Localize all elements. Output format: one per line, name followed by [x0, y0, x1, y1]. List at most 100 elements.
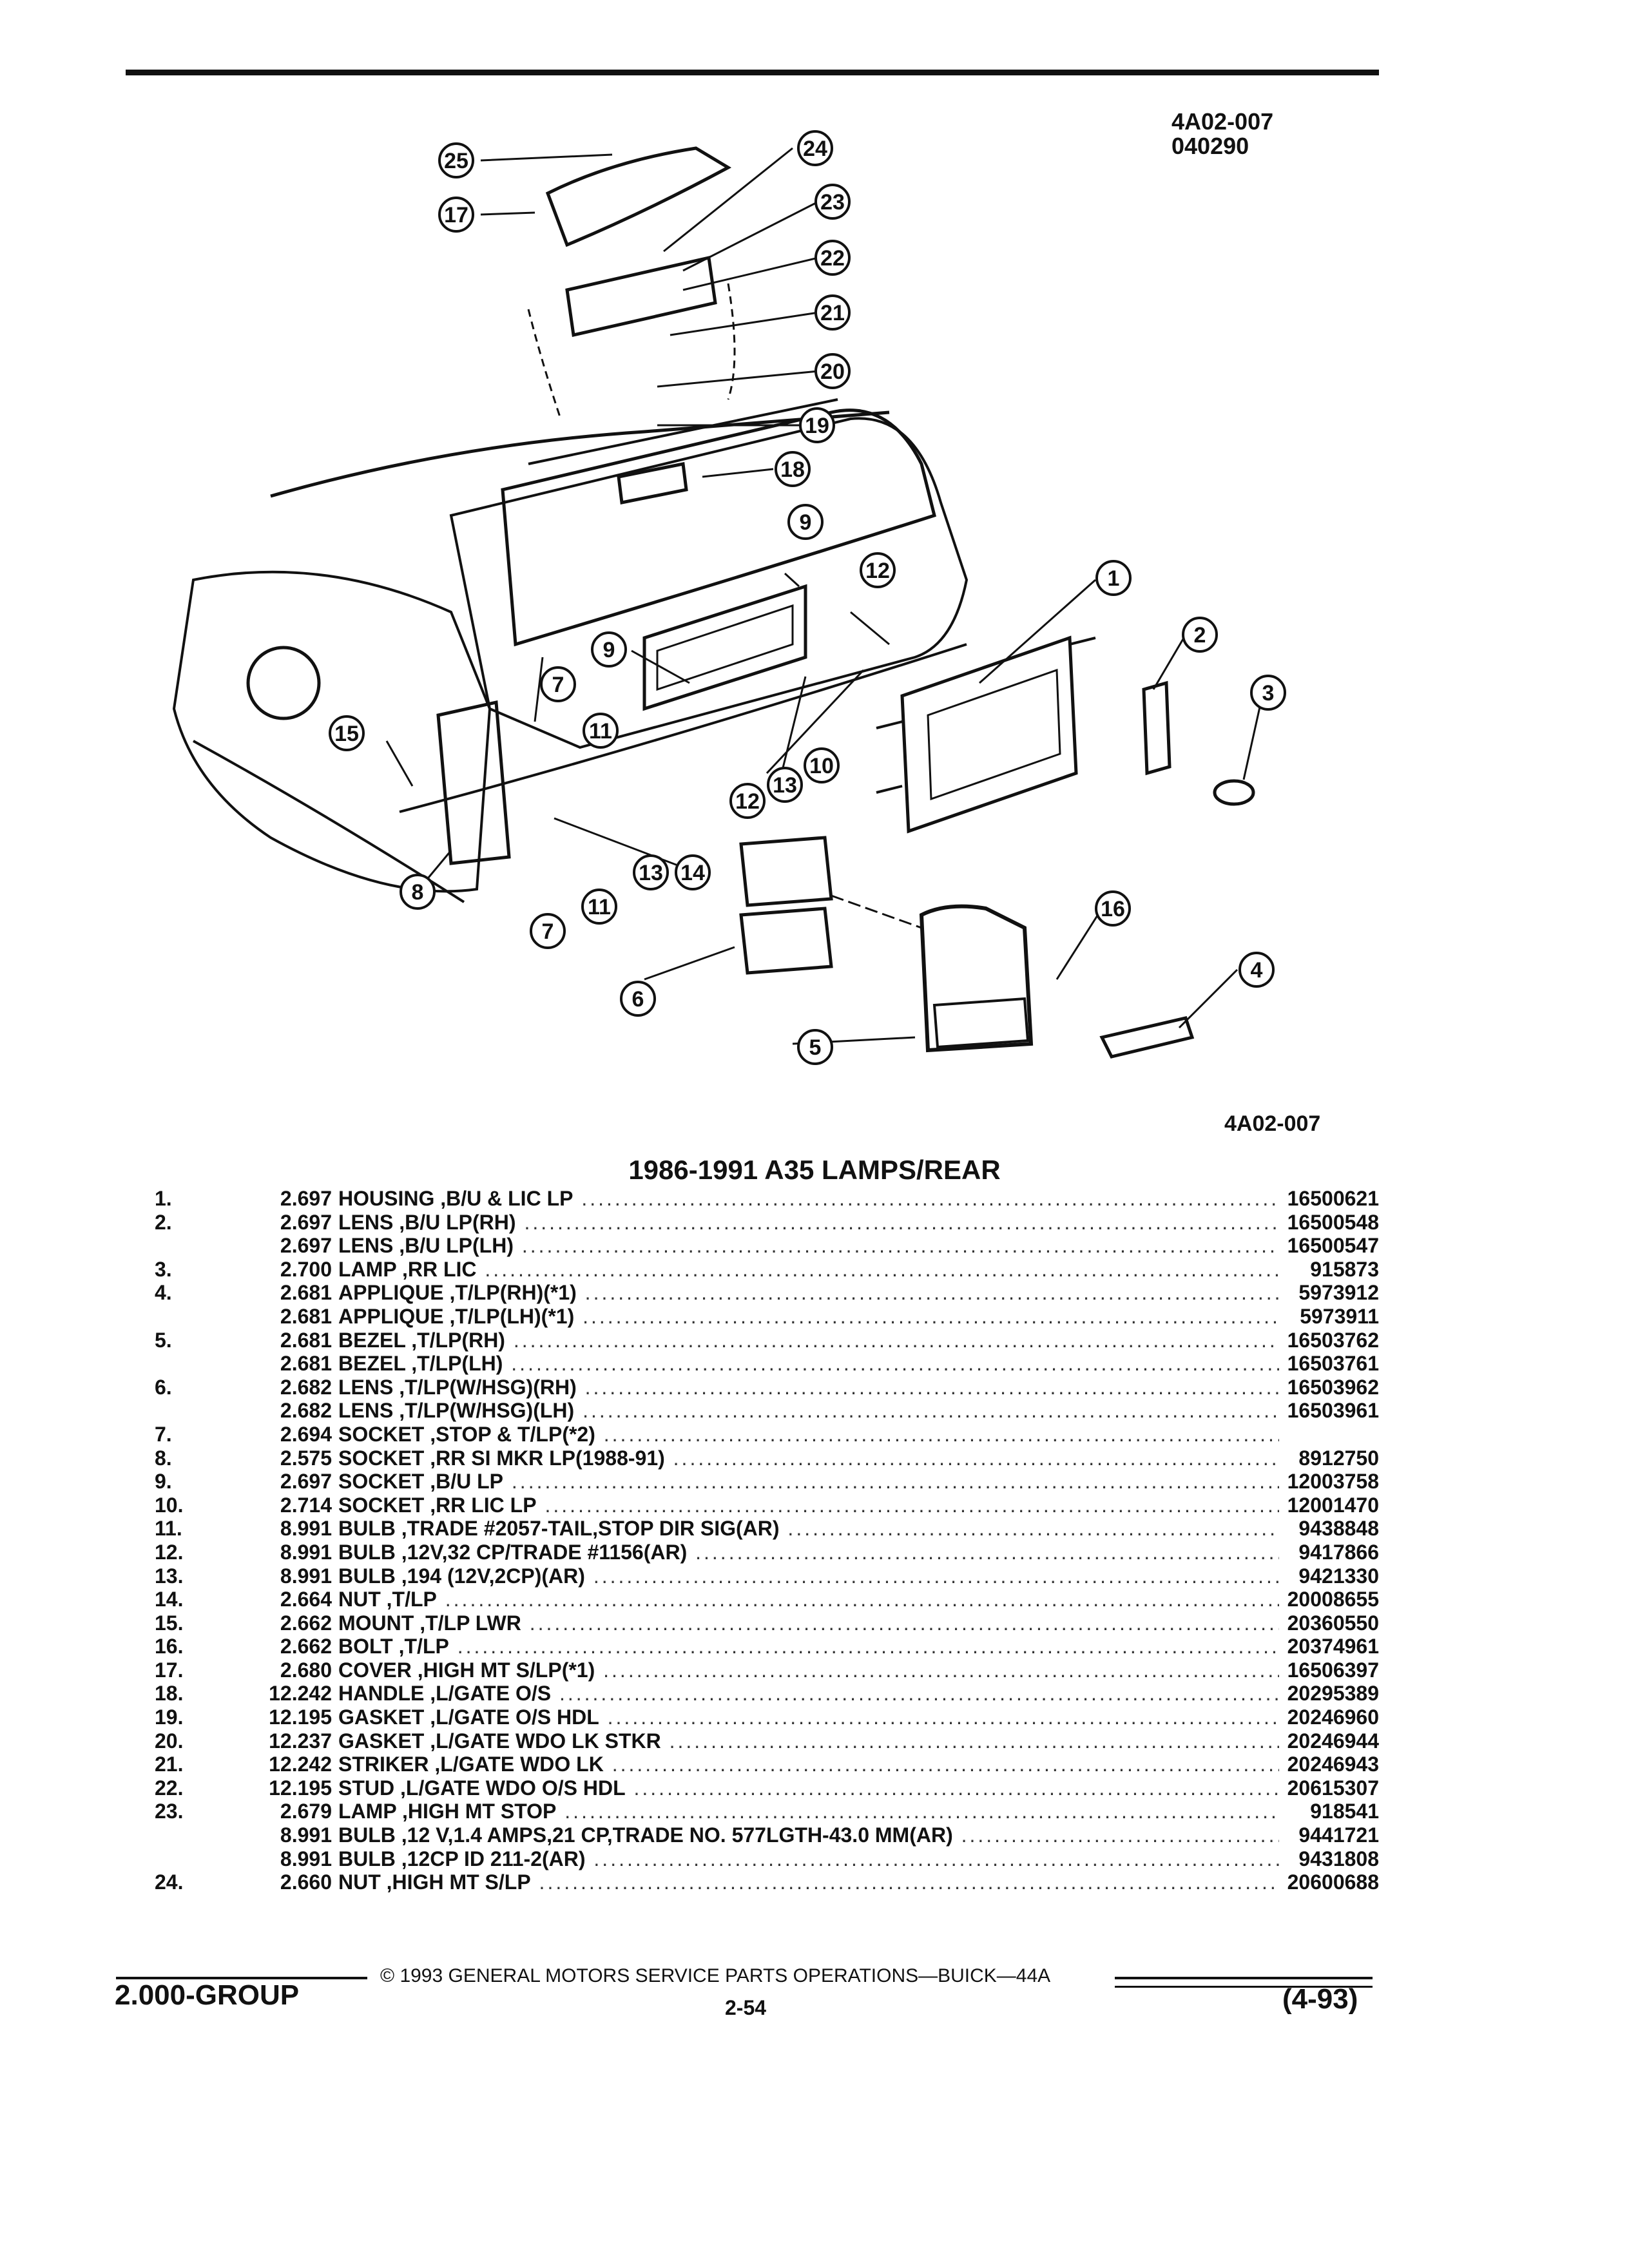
taillamp-lens — [739, 836, 833, 907]
part-number: 12003758 — [1287, 1470, 1379, 1494]
dot-leader: ........................................… — [457, 1635, 1279, 1658]
callout-17: 17 — [438, 197, 474, 233]
part-number: 9421330 — [1298, 1564, 1379, 1588]
item-number: 11. — [155, 1517, 182, 1541]
item-description: APPLIQUE ,T/LP(LH)(*1) .................… — [338, 1305, 1279, 1328]
item-description-text: HANDLE ,L/GATE O/S — [338, 1682, 552, 1706]
item-description: BULB ,12 V,1.4 AMPS,21 CP,TRADE NO. 577L… — [338, 1823, 1279, 1847]
dot-leader: ........................................… — [593, 1564, 1279, 1588]
item-description: COVER ,HIGH MT S/LP(*1) ................… — [338, 1658, 1279, 1682]
callout-19: 19 — [799, 407, 835, 443]
item-description-text: LENS ,B/U LP(RH) — [338, 1210, 516, 1234]
group-number: 2.697 — [280, 1187, 332, 1210]
item-number: 5. — [155, 1328, 172, 1352]
dot-leader: ........................................… — [612, 1753, 1279, 1776]
part-number: 16503762 — [1287, 1328, 1379, 1352]
dot-leader: ........................................… — [607, 1706, 1279, 1729]
copyright: © 1993 GENERAL MOTORS SERVICE PARTS OPER… — [380, 1965, 1051, 1986]
part-number: 16500547 — [1287, 1234, 1379, 1258]
dot-leader: ........................................… — [529, 1611, 1279, 1635]
dot-leader: ........................................… — [583, 1399, 1279, 1423]
item-description: LENS ,T/LP(W/HSG)(RH) ..................… — [338, 1376, 1279, 1399]
item-number: 17. — [155, 1658, 184, 1682]
item-description-text: NUT ,HIGH MT S/LP — [338, 1870, 531, 1894]
svg-text:11: 11 — [589, 719, 612, 744]
item-description-text: BULB ,12CP ID 211-2(AR) — [338, 1847, 586, 1870]
part-number: 9438848 — [1298, 1517, 1379, 1541]
item-description: LENS ,B/U LP(LH) .......................… — [338, 1234, 1279, 1257]
callout-9b: 9 — [591, 631, 627, 668]
group-number: 2.714 — [280, 1493, 332, 1517]
callout-20: 20 — [815, 353, 851, 389]
group-number: 2.575 — [280, 1446, 332, 1470]
part-number: 20374961 — [1287, 1635, 1379, 1658]
part-number: 20600688 — [1287, 1870, 1379, 1894]
dot-leader: ........................................… — [669, 1729, 1279, 1753]
group-number: 2.681 — [280, 1304, 332, 1328]
item-description-text: BEZEL ,T/LP(RH) — [338, 1328, 505, 1352]
group-number: 2.697 — [280, 1470, 332, 1494]
group-number: 2.694 — [280, 1422, 332, 1446]
illustration-date: 040290 — [1171, 133, 1249, 159]
high-mount-lamp — [565, 255, 717, 338]
svg-text:13: 13 — [773, 773, 797, 798]
item-description-text: SOCKET ,STOP & T/LP(*2) — [338, 1422, 595, 1446]
svg-text:17: 17 — [444, 203, 468, 227]
svg-text:25: 25 — [444, 149, 468, 173]
item-description: BULB ,194 (12V,2CP)(AR) ................… — [338, 1564, 1279, 1588]
group-number: 2.682 — [280, 1399, 332, 1423]
item-description: SOCKET ,STOP & T/LP(*2) ................… — [338, 1423, 1279, 1446]
svg-text:1: 1 — [1108, 566, 1120, 591]
callout-7b: 7 — [530, 913, 566, 949]
part-number: 8912750 — [1298, 1446, 1379, 1470]
dot-leader: ........................................… — [695, 1540, 1279, 1564]
svg-text:21: 21 — [820, 301, 845, 325]
group-number: 2.682 — [280, 1375, 332, 1399]
callout-6: 6 — [620, 981, 656, 1017]
item-description-text: LENS ,T/LP(W/HSG)(RH) — [338, 1375, 577, 1399]
group-number: 8.991 — [280, 1823, 332, 1847]
item-description-text: BULB ,12V,32 CP/TRADE #1156(AR) — [338, 1540, 688, 1564]
callout-15: 15 — [329, 715, 365, 751]
lens-b-u-lp — [1142, 680, 1171, 776]
group-number: 2.662 — [280, 1611, 332, 1635]
item-number: 4. — [155, 1281, 172, 1305]
item-description-text: LENS ,T/LP(W/HSG)(LH) — [338, 1399, 575, 1423]
footer-rule-right — [1115, 1977, 1373, 1979]
item-description: BULB ,12CP ID 211-2(AR) ................… — [338, 1847, 1279, 1870]
group-label: 2.000-GROUP — [115, 1979, 300, 2011]
dot-leader: ........................................… — [521, 1234, 1279, 1258]
callout-11b: 11 — [581, 889, 617, 925]
callout-3: 3 — [1250, 675, 1286, 711]
item-description-text: GASKET ,L/GATE WDO LK STKR — [338, 1729, 661, 1753]
dot-leader: ........................................… — [603, 1658, 1279, 1682]
callout-5: 5 — [797, 1029, 833, 1065]
item-description-text: SOCKET ,RR LIC LP — [338, 1493, 537, 1517]
high-mount-cover — [545, 146, 732, 247]
part-number: 20295389 — [1287, 1682, 1379, 1706]
callout-14: 14 — [675, 854, 711, 890]
dot-leader: ........................................… — [593, 1847, 1279, 1870]
callout-9a: 9 — [787, 504, 824, 540]
group-number: 2.697 — [280, 1234, 332, 1258]
callout-4: 4 — [1239, 952, 1275, 988]
group-number: 2.681 — [280, 1281, 332, 1305]
svg-text:22: 22 — [820, 246, 845, 271]
callout-12b: 12 — [729, 783, 766, 819]
part-number: 20615307 — [1287, 1776, 1379, 1800]
applique — [1099, 1016, 1195, 1059]
item-description-text: STRIKER ,L/GATE WDO LK — [338, 1753, 604, 1776]
svg-text:20: 20 — [820, 360, 845, 384]
